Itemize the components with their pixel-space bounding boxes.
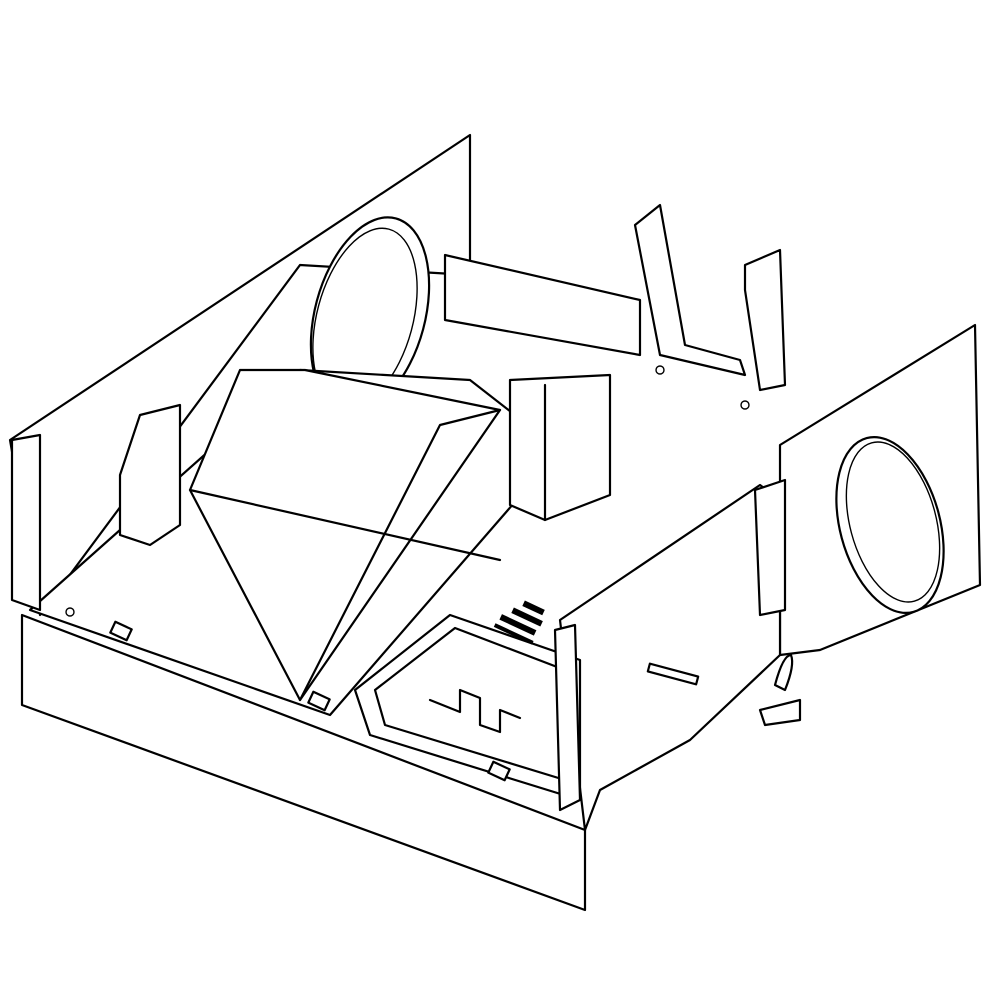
front-tab-2 — [307, 690, 331, 712]
right-corner-post — [553, 623, 582, 812]
left-corner-post — [10, 433, 42, 612]
front-tab-3 — [487, 760, 511, 782]
front-tab-1 — [109, 620, 133, 642]
ramp-rail — [298, 408, 502, 702]
molded-label-text — [493, 600, 545, 645]
right-front-wall — [558, 483, 782, 832]
back-wall — [443, 253, 642, 357]
right-fan-shroud-ring-inner — [845, 441, 941, 603]
side-slot — [646, 662, 700, 686]
side-tab — [758, 698, 802, 727]
left-bracket — [118, 403, 182, 547]
ramp-edge — [188, 488, 502, 562]
v-support-left — [633, 203, 747, 377]
front-wall-left — [20, 613, 587, 912]
mid-post — [753, 478, 787, 617]
side-clip — [773, 653, 794, 692]
right-fan-shroud-ring — [835, 436, 945, 614]
v-support-right — [743, 248, 787, 392]
center-bracket-post — [508, 373, 612, 522]
well-notches — [428, 688, 522, 734]
hole-center-1 — [655, 365, 665, 375]
hole-center-2 — [740, 400, 750, 410]
hole-left — [65, 607, 75, 617]
